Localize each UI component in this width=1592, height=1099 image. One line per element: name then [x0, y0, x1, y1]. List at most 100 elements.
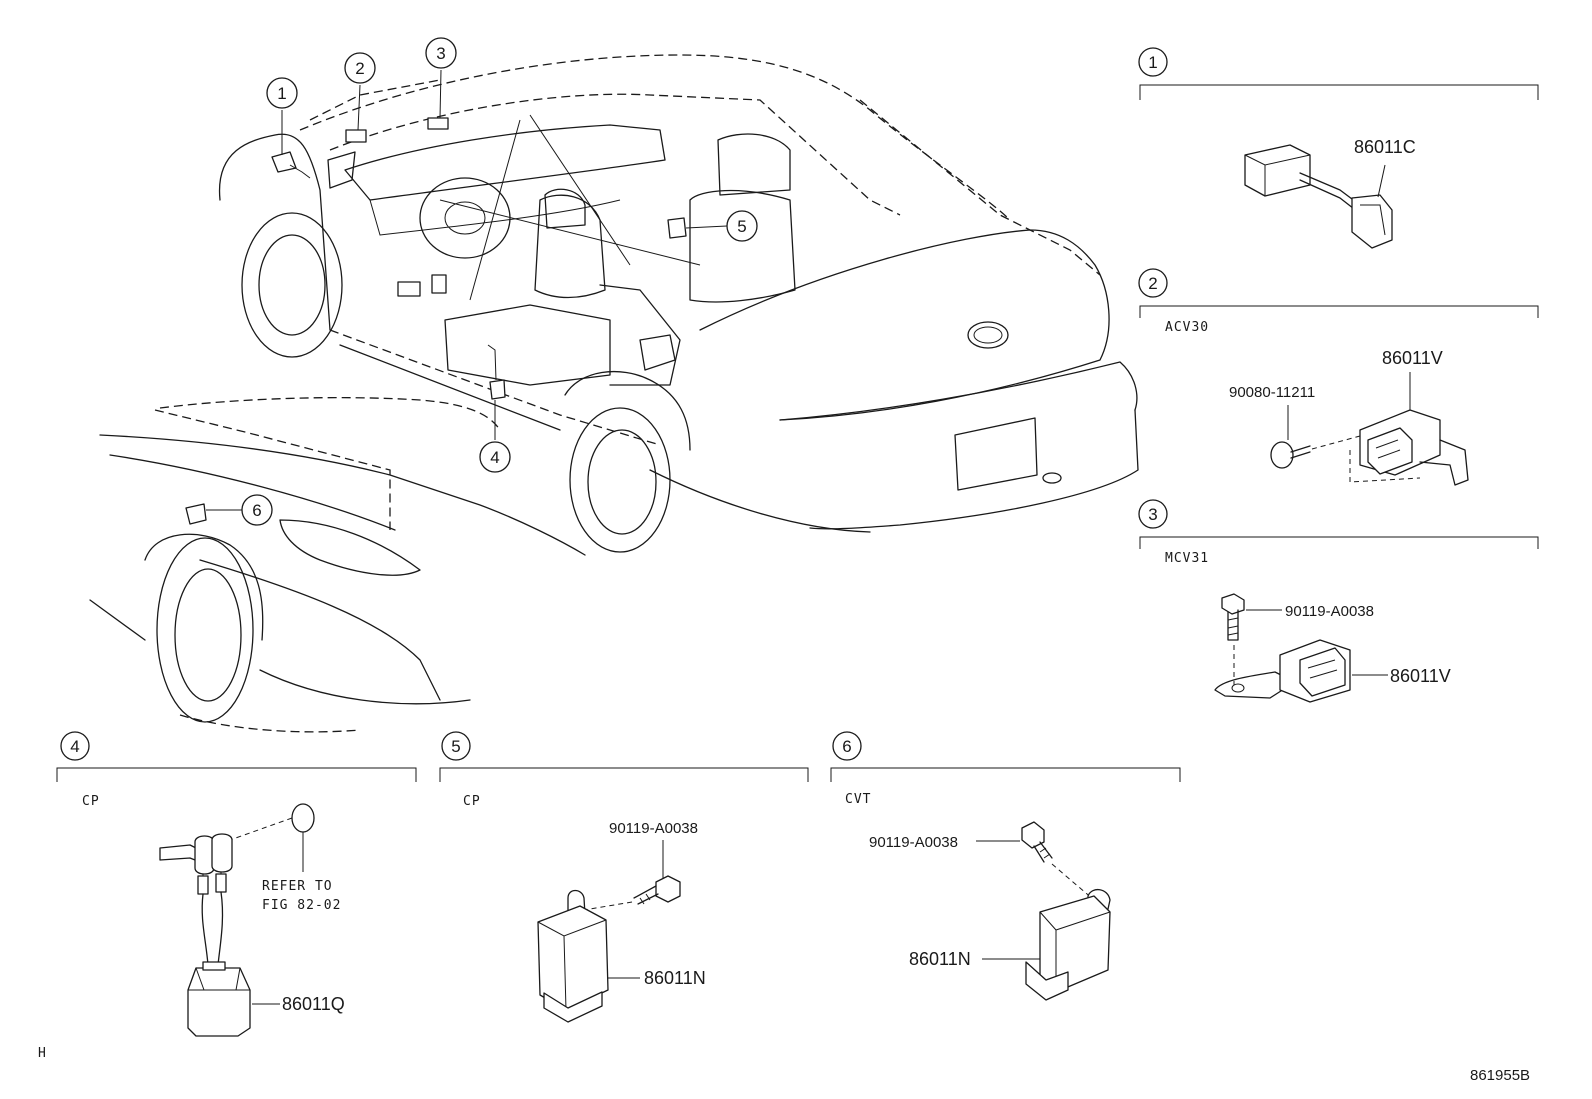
sedan-front-headrest [544, 188, 586, 229]
sedan-dashboard [344, 124, 666, 201]
sedan-door-opening [599, 284, 681, 386]
detail-6-bracket [830, 767, 1181, 782]
sedan-front-fender [218, 133, 331, 331]
sedan-steering-hub [444, 201, 486, 235]
overview-callout-4-label: 4 [490, 448, 499, 467]
sedan-exhaust-icon [1042, 472, 1062, 484]
sedan-body-top [309, 79, 1101, 276]
detail-4-clip [291, 803, 315, 833]
overview-callout-5 [726, 210, 758, 242]
sedan-rear-headrest [717, 133, 791, 196]
detail-5-part-90119-a0038: 90119-A0038 [609, 820, 698, 837]
detail-4-note-line-2: FIG 82-02 [262, 898, 341, 913]
detail-5-bolt-head [655, 875, 681, 903]
component-5-relay [667, 217, 687, 239]
corner-mark: H [38, 1046, 47, 1061]
sedan-trunk-deck [699, 229, 1110, 421]
detail-2-number: 2 [1148, 274, 1157, 293]
overview-callout-2-label: 2 [355, 59, 364, 78]
coupe-overview [89, 396, 586, 733]
component-6-relay [185, 503, 207, 525]
detail-3-bracket [1139, 536, 1539, 549]
sedan-pedal [397, 281, 421, 297]
coupe-front-arch [144, 533, 264, 641]
coupe-front-wheel [156, 537, 254, 723]
overview-callout-1 [266, 77, 298, 109]
detail-5-callout [441, 731, 471, 761]
detail-6-variant: CVT [845, 792, 871, 807]
sedan-steering-wheel [419, 177, 511, 259]
detail-3-part-90119-a0038: 90119-A0038 [1285, 603, 1374, 620]
sedan-sill-line [329, 329, 661, 446]
sedan-sill-solid [339, 344, 561, 431]
detail-3-part-86011v: 86011V [1390, 666, 1451, 686]
detail-5-relay-body [537, 905, 609, 1011]
coupe-lower-skirt [89, 599, 471, 705]
detail-2-screw-head [1270, 441, 1294, 469]
sedan-rear-wheel-arch [564, 370, 691, 451]
coupe-hood [99, 434, 586, 556]
detail-4-relay-86011q [187, 967, 251, 1037]
sedan-door-armrest [639, 334, 676, 371]
detail-5-panel: 5 CP 90119-A0038 86011N [439, 731, 809, 1023]
component-3-sensor [427, 117, 449, 130]
overview-callout-6-label: 6 [252, 501, 261, 520]
detail-1-connector-body [1244, 144, 1311, 197]
overview-callout-3 [425, 37, 457, 69]
sedan-front-seat [534, 194, 606, 299]
sedan-pedal [431, 274, 447, 294]
detail-6-callout [832, 731, 862, 761]
sedan-trunk-lip [779, 361, 1138, 421]
detail-2-relay-socket [1367, 427, 1413, 475]
detail-3-callout [1138, 499, 1168, 529]
detail-6-part-90119-a0038: 90119-A0038 [869, 834, 958, 851]
overview-components [185, 117, 687, 525]
overview-callout-4 [479, 441, 511, 473]
detail-2-panel: 2 ACV30 86011V 90080-11211 [1138, 268, 1539, 486]
sedan-rear-rim [587, 429, 657, 535]
detail-5-number: 5 [451, 737, 460, 756]
sedan-front-seat-cushion [444, 304, 611, 386]
detail-6-number: 6 [842, 737, 851, 756]
coupe-front-rim [174, 568, 242, 702]
detail-5-bracket [439, 767, 809, 782]
detail-2-part-86011v: 86011V [1382, 348, 1443, 368]
sedan-rear-wheel [569, 407, 671, 553]
detail-2-callout [1138, 268, 1168, 298]
detail-2-part-90080-11211: 90080-11211 [1229, 384, 1315, 401]
detail-1-part-86011c: 86011C [1354, 137, 1416, 157]
detail-6-bolt-head [1021, 821, 1045, 849]
detail-1-number: 1 [1148, 53, 1157, 72]
detail-5-variant: CP [463, 794, 481, 809]
sedan-roof-outline [299, 54, 1011, 221]
detail-6-relay-socket [1025, 961, 1069, 1001]
detail-3-variant: MCV31 [1165, 551, 1209, 566]
detail-1-panel: 1 86011C [1138, 47, 1539, 249]
coupe-hood-crease [109, 454, 396, 531]
figure-reference: 861955B [1470, 1067, 1530, 1084]
detail-1-callout [1138, 47, 1168, 77]
detail-4-bracket [56, 767, 417, 782]
detail-3-bolt-head [1221, 593, 1245, 615]
sedan-front-rim [258, 234, 326, 336]
detail-5-relay-socket [543, 991, 603, 1023]
component-2-sensor [345, 129, 367, 143]
overview-callout-6 [241, 494, 273, 526]
detail-6-relay-body [1039, 895, 1111, 993]
sedan-side-mirror [327, 151, 356, 189]
detail-6-part-86011n: 86011N [909, 949, 971, 969]
overview-callout-2 [344, 52, 376, 84]
coupe-ground-line [179, 714, 361, 733]
overview-callout-3-label: 3 [436, 44, 445, 63]
coupe-headlight [279, 519, 421, 576]
sedan-window-line [329, 93, 901, 216]
coupe-roof [159, 396, 501, 431]
detail-4-note-line-1: REFER TO [262, 879, 333, 894]
sedan-pillar-line [439, 114, 701, 301]
component-4-relay [489, 379, 506, 400]
coupe-bumper [199, 559, 441, 701]
sedan-license-plate [954, 417, 1038, 491]
sedan-emblem-inner [973, 326, 1003, 344]
